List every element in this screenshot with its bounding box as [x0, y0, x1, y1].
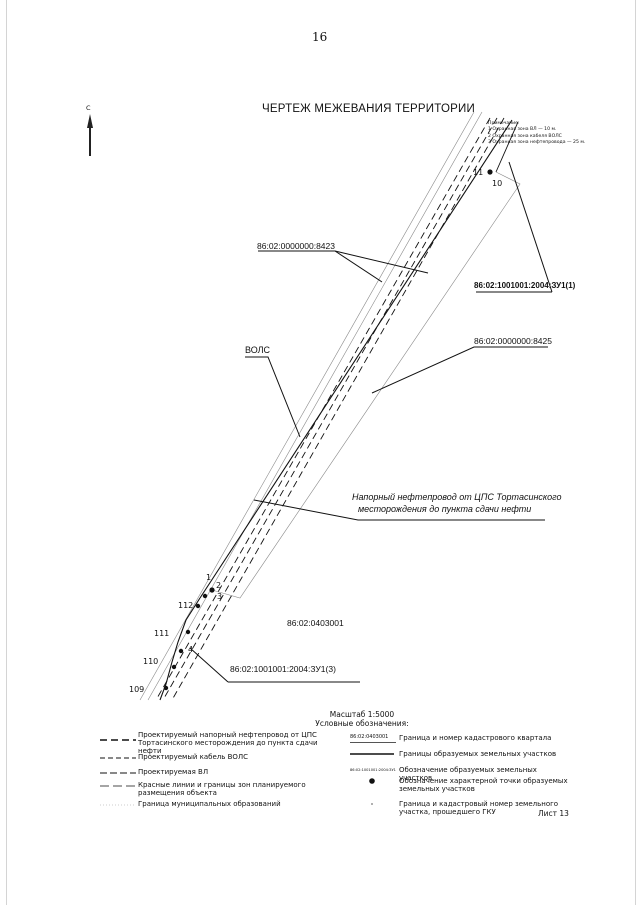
leader-line [253, 499, 545, 521]
legend-symbol [350, 750, 396, 758]
notes-line: 3 Охранная зона нефтепровода — 25 м. [488, 140, 586, 146]
plot-boundary-line [159, 597, 201, 701]
legend-text: Границы образуемых земельных участков [399, 750, 557, 758]
leader-line [189, 647, 229, 683]
point-number: 10 [492, 179, 503, 188]
legend-symbol [100, 800, 138, 808]
boundary-point-icon [369, 778, 375, 784]
leader-line [371, 346, 548, 394]
legend-right-column: 86:02:0403001 Граница и номер кадастрово… [350, 734, 570, 818]
legend-sample: 86:02:0403001 [350, 734, 396, 743]
legend-text: Проектируемый кабель ВОЛС [138, 753, 249, 761]
notes-block: Примечание: 1 Охранная зона ВЛ — 10 м. 2… [488, 121, 585, 147]
legend-row: Граница муниципальных образований [100, 800, 340, 810]
plot-boundary-line [495, 121, 519, 173]
pipeline-label: месторождения до пункта сдачи нефти [358, 504, 532, 514]
notes-line: 1 Охранная зона ВЛ — 10 м. [488, 127, 557, 133]
vols-dashed-line [162, 117, 498, 701]
legend-symbol [100, 781, 138, 789]
point-number: 109 [129, 685, 145, 694]
boundary-point-icon [202, 593, 208, 599]
legend-symbol [100, 768, 138, 776]
dashed-line-symbol [100, 785, 136, 787]
legend-text: Проектируемый напорный нефтепровод от ЦП… [138, 731, 318, 755]
boundary-point-icon [163, 685, 169, 691]
leader-line [334, 250, 429, 274]
sheet-border-left [6, 0, 7, 905]
dot-symbol-icon [371, 803, 373, 805]
legend-symbol [100, 731, 138, 741]
legend-row: 86:02:0403001 Граница и номер кадастрово… [350, 734, 570, 747]
legend-row: Границы образуемых земельных участков [350, 750, 570, 763]
point-number: 111 [154, 629, 170, 638]
legend-text: Обозначение характерной точки образуемых… [399, 777, 568, 793]
legend-text: Проектируемая ВЛ [138, 768, 209, 776]
legend-row: Проектируемая ВЛ [100, 768, 340, 779]
leader-line [245, 356, 301, 438]
leader-line [508, 161, 553, 293]
dashed-line-symbol [100, 772, 136, 774]
point-number: 3 [217, 592, 223, 601]
point-number: 4 [188, 645, 194, 654]
sheet-label: Лист 13 [538, 809, 569, 818]
point-number: 1 [206, 573, 212, 582]
legend-row: Граница и кадастровый номер земельного у… [350, 800, 570, 818]
boundary-point-icon [487, 169, 493, 175]
legend-row: 86:02:1001001:2004:ЗУ1 Обозначение образ… [350, 766, 570, 782]
boundary-point-icon [195, 603, 201, 609]
point-number: 110 [143, 657, 159, 666]
legend-sample: 86:02:1001001:2004:ЗУ1 [350, 768, 396, 772]
solid-line-symbol [350, 753, 394, 755]
dashed-line-symbol [100, 739, 136, 741]
legend-left-column: Проектируемый напорный нефтепровод от ЦП… [100, 731, 340, 810]
legend-row: Обозначение характерной точки образуемых… [350, 777, 570, 795]
legend-row: Проектируемый кабель ВОЛС [100, 753, 340, 764]
dotted-line-symbol [100, 804, 136, 806]
legend-title: Условные обозначения: [315, 719, 409, 728]
zone-boundary-line [147, 111, 483, 701]
notes-line: 2 Охранная зона кабеля ВОЛС [488, 133, 562, 139]
plot-boundary-line [199, 119, 513, 599]
boundary-point-icon [209, 587, 215, 593]
legend-symbol [100, 753, 138, 761]
leader-line [258, 250, 383, 283]
north-arrow-icon [87, 114, 93, 128]
drawing-title: ЧЕРТЕЖ МЕЖЕВАНИЯ ТЕРРИТОРИИ [262, 103, 475, 115]
boundary-point-icon [178, 648, 184, 654]
north-label: С [86, 104, 91, 112]
legend-text: Красные линии и границы зон планируемого… [138, 781, 306, 797]
plot-number-label: 86:02:1001001:2004:ЗУ1(1) [474, 281, 576, 290]
boundary-point-icon [185, 629, 191, 635]
notes-line: Примечание: [488, 121, 520, 126]
legend-symbol [350, 777, 396, 785]
point-number: 2 [216, 581, 222, 590]
legend-text: Граница муниципальных образований [138, 800, 281, 808]
sheet-border-right [635, 0, 636, 905]
page-number: 16 [312, 30, 328, 44]
cadastral-number-label: 86:02:0000000:8423 [257, 241, 335, 251]
vols-label: ВОЛС [245, 345, 271, 355]
zone-boundary-line [139, 111, 475, 701]
point-number: 11 [473, 168, 484, 177]
dashed-line-symbol [100, 757, 136, 759]
vl-dashed-line [171, 117, 505, 701]
point-number: 112 [178, 601, 194, 610]
cadastral-number-label: 86:02:0000000:8425 [474, 336, 552, 346]
north-arrow-stem [89, 128, 91, 156]
legend-symbol [350, 800, 396, 808]
north-arrow: С [84, 104, 98, 160]
boundary-point-icon [171, 664, 177, 670]
legend-text: Граница и номер кадастрового квартала [399, 734, 552, 742]
legend-row: Красные линии и границы зон планируемого… [100, 781, 340, 798]
quarter-boundary-line [211, 171, 521, 599]
cadastral-quarter-label: 86:02:0403001 [287, 618, 344, 628]
legend-text: Граница и кадастровый номер земельного у… [399, 800, 559, 816]
plot-number-label: 86:02:1001001:2004:ЗУ1(3) [230, 664, 336, 674]
legend-row: Проектируемый напорный нефтепровод от ЦП… [100, 731, 340, 755]
scale-label: Масштаб 1:5000 [329, 710, 395, 719]
legend-text: Обозначение образуемых земельных участко… [399, 766, 537, 782]
pipeline-label: Напорный нефтепровод от ЦПС Тортасинског… [352, 492, 562, 502]
